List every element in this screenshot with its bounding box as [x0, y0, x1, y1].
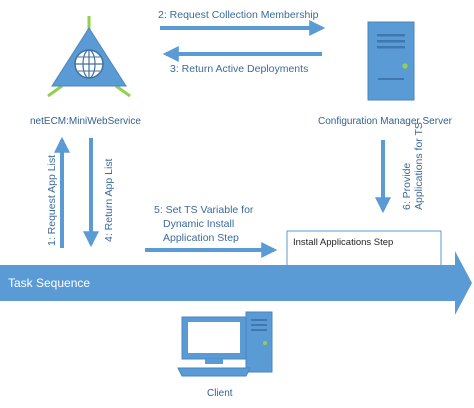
- miniwebservice-label: netECM:MiniWebService: [30, 116, 141, 127]
- computer-icon: [177, 311, 273, 377]
- set-ts-variable-label-3: Application Step: [163, 232, 239, 244]
- install-step-label: Install Applications Step: [293, 237, 393, 248]
- request-membership-label: 2: Request Collection Membership: [158, 9, 319, 21]
- provide-applications-label-1: 6: Provide: [401, 163, 413, 210]
- globe-triangle-icon: [47, 16, 131, 98]
- client-label: Client: [207, 388, 233, 399]
- set-ts-variable-label-2: Dynamic Install: [163, 218, 234, 230]
- server-icon: [367, 21, 415, 101]
- task-sequence-band: [0, 251, 472, 315]
- config-manager-label: Configuration Manager Server: [318, 116, 453, 127]
- return-deployments-label: 3: Return Active Deployments: [170, 63, 308, 75]
- task-sequence-label: Task Sequence: [8, 276, 90, 290]
- set-ts-variable-label-1: 5: Set TS Variable for: [154, 204, 254, 216]
- return-app-list-label: 4: Return App List: [103, 158, 115, 242]
- request-app-list-label: 1: Request App List: [46, 155, 58, 246]
- provide-applications-label-2: Applications for TS: [413, 122, 425, 210]
